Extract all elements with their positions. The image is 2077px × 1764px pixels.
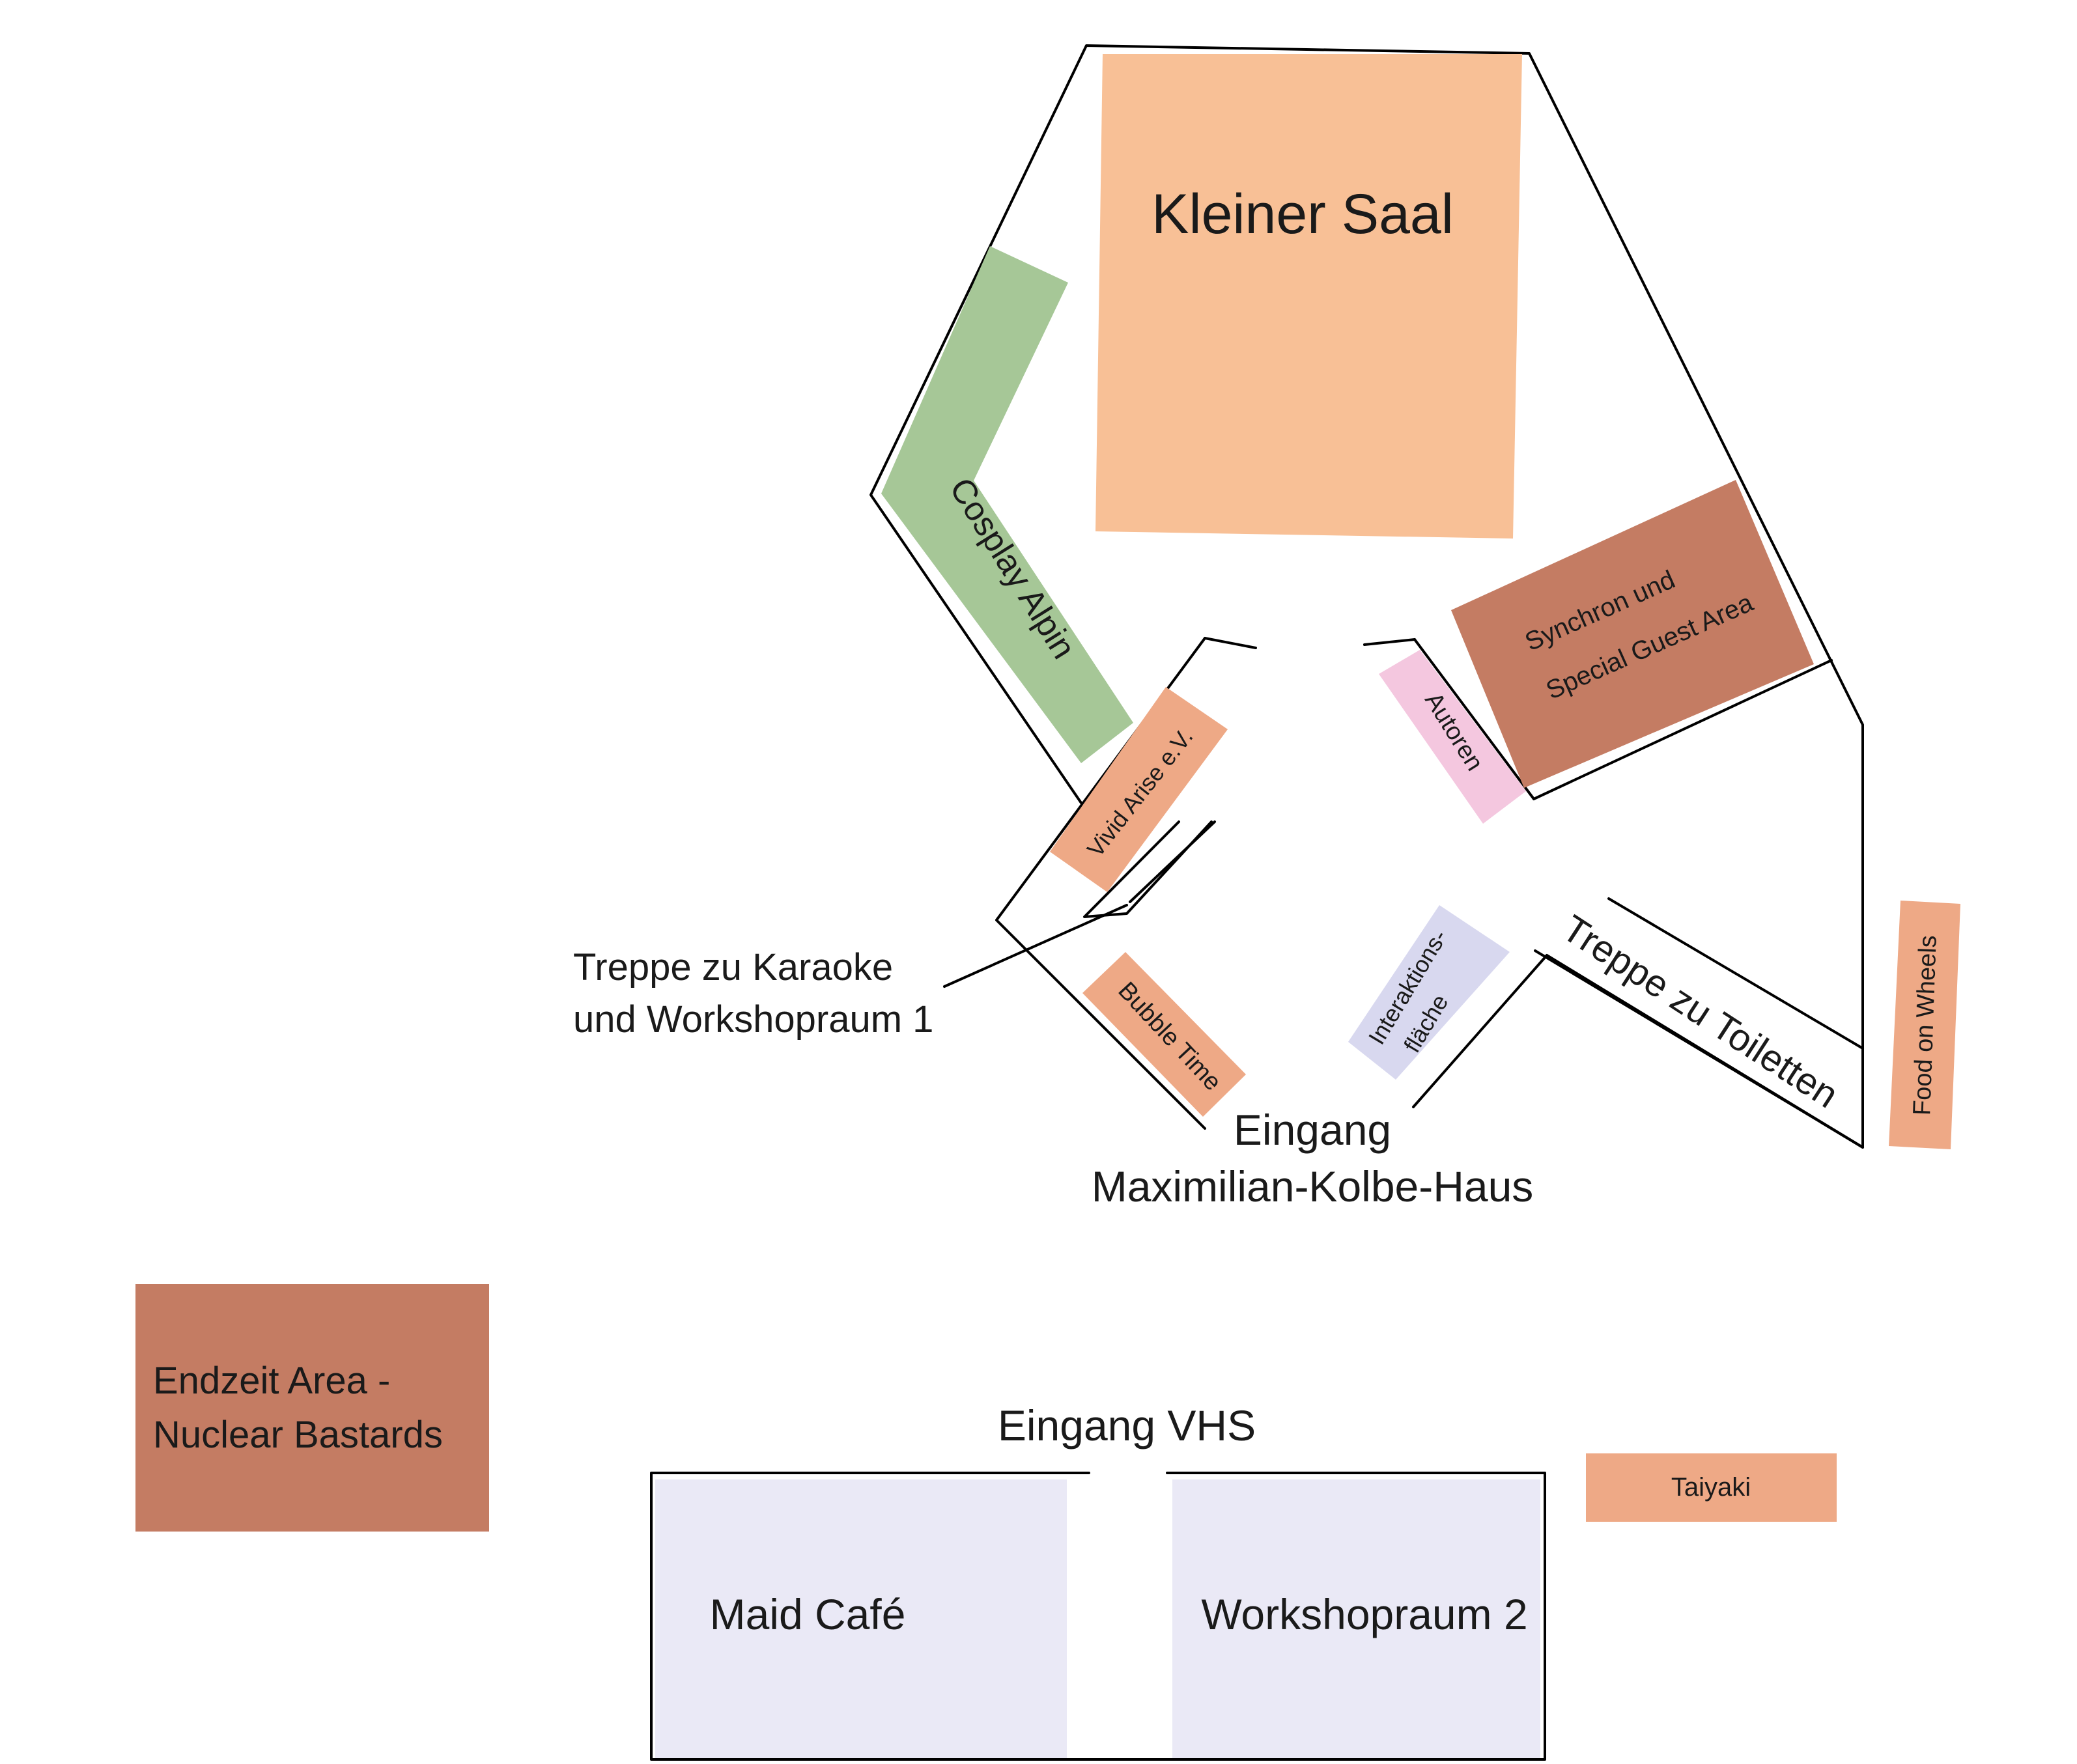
eingang-mkh-label-line2: Maximilian-Kolbe-Haus <box>1092 1162 1534 1211</box>
treppe-karaoke-pointer <box>943 904 1128 988</box>
kleiner-saal-label: Kleiner Saal <box>1152 183 1454 245</box>
cosplay-alpin-area <box>881 246 1133 763</box>
workshopraum-2-label: Workshopraum 2 <box>1201 1590 1527 1638</box>
bubble-time-area <box>1082 952 1246 1117</box>
endzeit-area <box>135 1284 489 1532</box>
autoren-area <box>1379 650 1526 824</box>
taiyaki-label: Taiyaki <box>1671 1473 1751 1502</box>
maid-cafe-room <box>655 1479 1067 1758</box>
wall-synchron-left <box>1413 638 1535 800</box>
taiyaki-area <box>1586 1453 1837 1522</box>
vivid-arise-area <box>1050 687 1228 892</box>
wall-top-right <box>1363 638 1416 646</box>
treppe-karaoke-label-line1: Treppe zu Karaoke <box>573 946 893 988</box>
wall-synchron-bottom <box>1533 659 1833 800</box>
endzeit-label-line1: Endzeit Area - <box>153 1360 390 1402</box>
kleiner-saal-area <box>1095 54 1522 539</box>
synchron-guest-area <box>1451 480 1814 788</box>
food-on-wheels-area <box>1889 901 1960 1149</box>
endzeit-label-line2: Nuclear Bastards <box>153 1414 443 1456</box>
vhs-wall-left <box>650 1472 1546 1761</box>
treppe-karaoke-label-line2: und Workshopraum 1 <box>573 998 933 1041</box>
eingang-mkh-label-line1: Eingang <box>1234 1106 1391 1154</box>
wall-stair-toiletten <box>1412 954 1864 1149</box>
wall-top-left <box>1204 637 1257 649</box>
maid-cafe-label: Maid Café <box>710 1590 906 1638</box>
eingang-vhs-label: Eingang VHS <box>998 1401 1256 1449</box>
wall-toiletten-top <box>1607 897 1864 1050</box>
workshopraum-2-room <box>1172 1479 1540 1758</box>
food-on-wheels-label: Food on Wheels <box>1908 935 1942 1116</box>
wall-stair-karaoke-inner <box>1129 820 1216 903</box>
interaktion-area <box>1348 905 1510 1080</box>
